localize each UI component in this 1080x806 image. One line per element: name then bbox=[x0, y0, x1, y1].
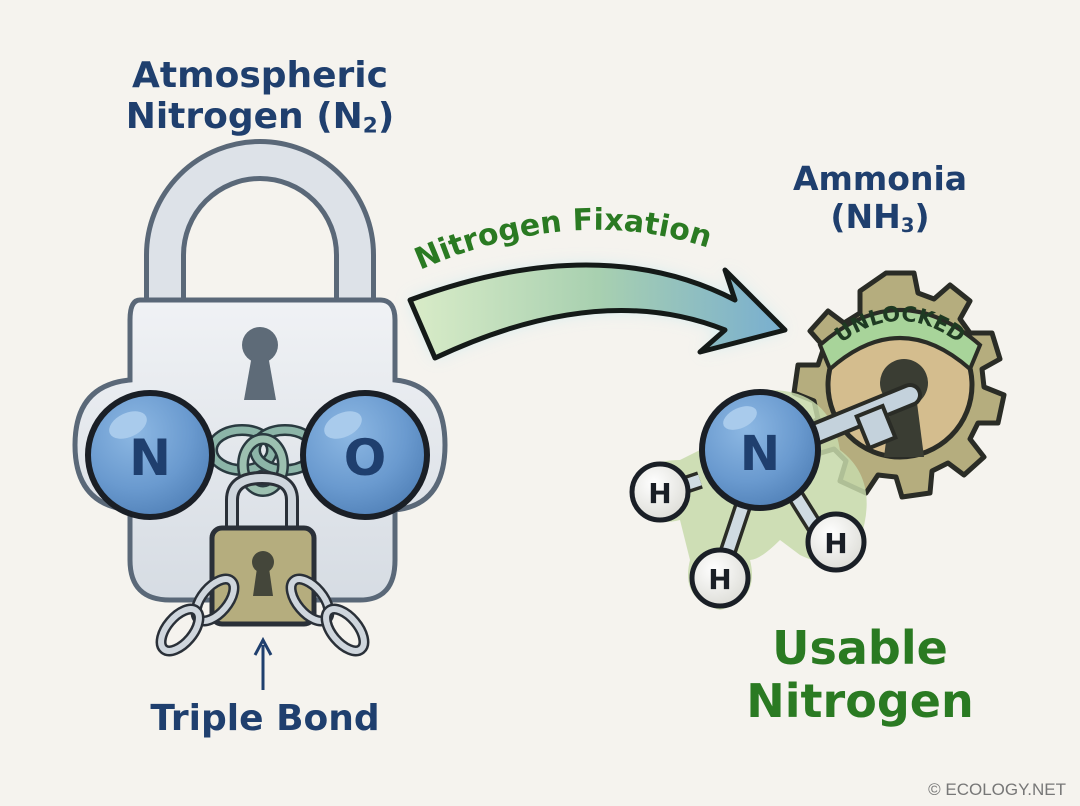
svg-text:O: O bbox=[344, 429, 387, 487]
copyright-credit: © ECOLOGY.NET bbox=[928, 780, 1066, 799]
triple-bond-label: Triple Bond bbox=[150, 698, 380, 739]
hydrogen-atom: H bbox=[689, 547, 751, 609]
result-line-2: Nitrogen bbox=[746, 673, 974, 728]
ammonia-molecule: N H H H bbox=[629, 383, 922, 610]
gear-icon: UNLOCKED bbox=[791, 270, 1007, 500]
chain-icon bbox=[155, 573, 370, 657]
keyhole-icon bbox=[242, 327, 278, 400]
atom-right: O bbox=[300, 390, 430, 520]
up-arrow-icon bbox=[253, 636, 273, 690]
usable-nitrogen-label: Usable Nitrogen bbox=[730, 622, 990, 728]
hydrogen-atom: H bbox=[805, 511, 867, 573]
svg-text:H: H bbox=[824, 527, 847, 560]
svg-text:N: N bbox=[740, 426, 780, 482]
svg-text:N: N bbox=[129, 429, 171, 487]
svg-text:H: H bbox=[708, 563, 731, 596]
title-line-1: Atmospheric bbox=[132, 55, 388, 96]
title-line-2: Nitrogen (N2) bbox=[125, 96, 395, 139]
atmospheric-nitrogen-title: Atmospheric Nitrogen (N2) bbox=[95, 55, 425, 140]
ammonia-title: Ammonia (NH3) bbox=[770, 160, 990, 238]
title-line-2: (NH3) bbox=[830, 196, 930, 237]
svg-text:H: H bbox=[648, 477, 671, 510]
title-line-1: Ammonia bbox=[792, 159, 968, 198]
hydrogen-atom: H bbox=[629, 461, 691, 523]
nitrogen-atom-left: N bbox=[85, 390, 215, 520]
nitrogen-fixation-arrow: Nitrogen Fixation bbox=[407, 203, 788, 361]
result-line-1: Usable bbox=[772, 621, 948, 675]
